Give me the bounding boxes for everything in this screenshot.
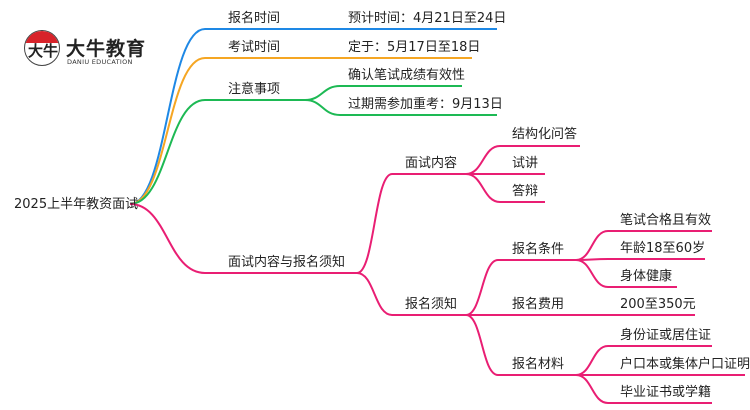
node-exam-time-detail: 定于：5月17日至18日 bbox=[348, 40, 481, 55]
connector-condition-item-3 bbox=[575, 259, 677, 288]
node-notes-item-2: 过期需参加重考：9月13日 bbox=[348, 97, 503, 112]
logo-title: 大牛教育 bbox=[66, 38, 147, 60]
node-signup-time-detail: 预计时间：4月21日至24日 bbox=[348, 11, 507, 26]
connector-interview-item-1 bbox=[465, 145, 580, 175]
logo-glyph: 大牛 bbox=[28, 42, 59, 60]
node-fee: 报名费用 bbox=[512, 297, 565, 312]
connector-signup-time bbox=[129, 28, 335, 205]
node-signup-notice: 报名须知 bbox=[405, 297, 458, 312]
node-material-item-1: 身份证或居住证 bbox=[620, 328, 712, 343]
node-condition-item-2: 年龄18至60岁 bbox=[620, 241, 706, 256]
node-exam-time: 考试时间 bbox=[228, 40, 281, 55]
node-interview-content: 面试内容 bbox=[405, 156, 458, 171]
connector-material-item-1 bbox=[575, 345, 712, 376]
root-node: 2025上半年教资面试 bbox=[14, 197, 139, 212]
connector-notes bbox=[129, 99, 305, 205]
node-interview-item-2: 试讲 bbox=[512, 156, 539, 171]
node-material-item-3: 毕业证书或学籍 bbox=[620, 385, 712, 400]
connector-signup-notice bbox=[356, 272, 466, 316]
node-materials: 报名材料 bbox=[512, 357, 565, 372]
connector-interview-item-3 bbox=[465, 173, 545, 203]
connector-condition-item-2 bbox=[575, 258, 705, 261]
node-signup-time: 报名时间 bbox=[228, 11, 281, 26]
node-interview-item-3: 答辩 bbox=[512, 184, 539, 199]
node-conditions: 报名条件 bbox=[512, 242, 565, 257]
node-condition-item-3: 身体健康 bbox=[620, 269, 673, 284]
node-fee-value: 200至350元 bbox=[620, 297, 696, 312]
connector-notes-item-2 bbox=[304, 99, 497, 116]
node-material-item-2: 户口本或集体户口证明 bbox=[620, 357, 750, 372]
node-content-and-signup: 面试内容与报名须知 bbox=[228, 255, 346, 270]
node-notes: 注意事项 bbox=[228, 82, 281, 97]
connector-exam-time bbox=[129, 57, 335, 205]
connector-material-item-3 bbox=[575, 374, 712, 404]
connector-materials bbox=[465, 314, 576, 376]
logo-badge-icon: 大牛 bbox=[24, 30, 60, 66]
connector-content-and-signup bbox=[129, 203, 357, 274]
connector-interview-content bbox=[356, 173, 466, 274]
daniu-logo: 大牛 大牛教育 DANIU EDUCATION bbox=[22, 28, 172, 72]
node-condition-item-1: 笔试合格且有效 bbox=[620, 213, 712, 228]
node-interview-item-1: 结构化问答 bbox=[512, 127, 578, 142]
node-notes-item-1: 确认笔试成绩有效性 bbox=[348, 68, 466, 83]
connector-conditions bbox=[465, 259, 576, 316]
logo-subtitle: DANIU EDUCATION bbox=[67, 58, 133, 66]
